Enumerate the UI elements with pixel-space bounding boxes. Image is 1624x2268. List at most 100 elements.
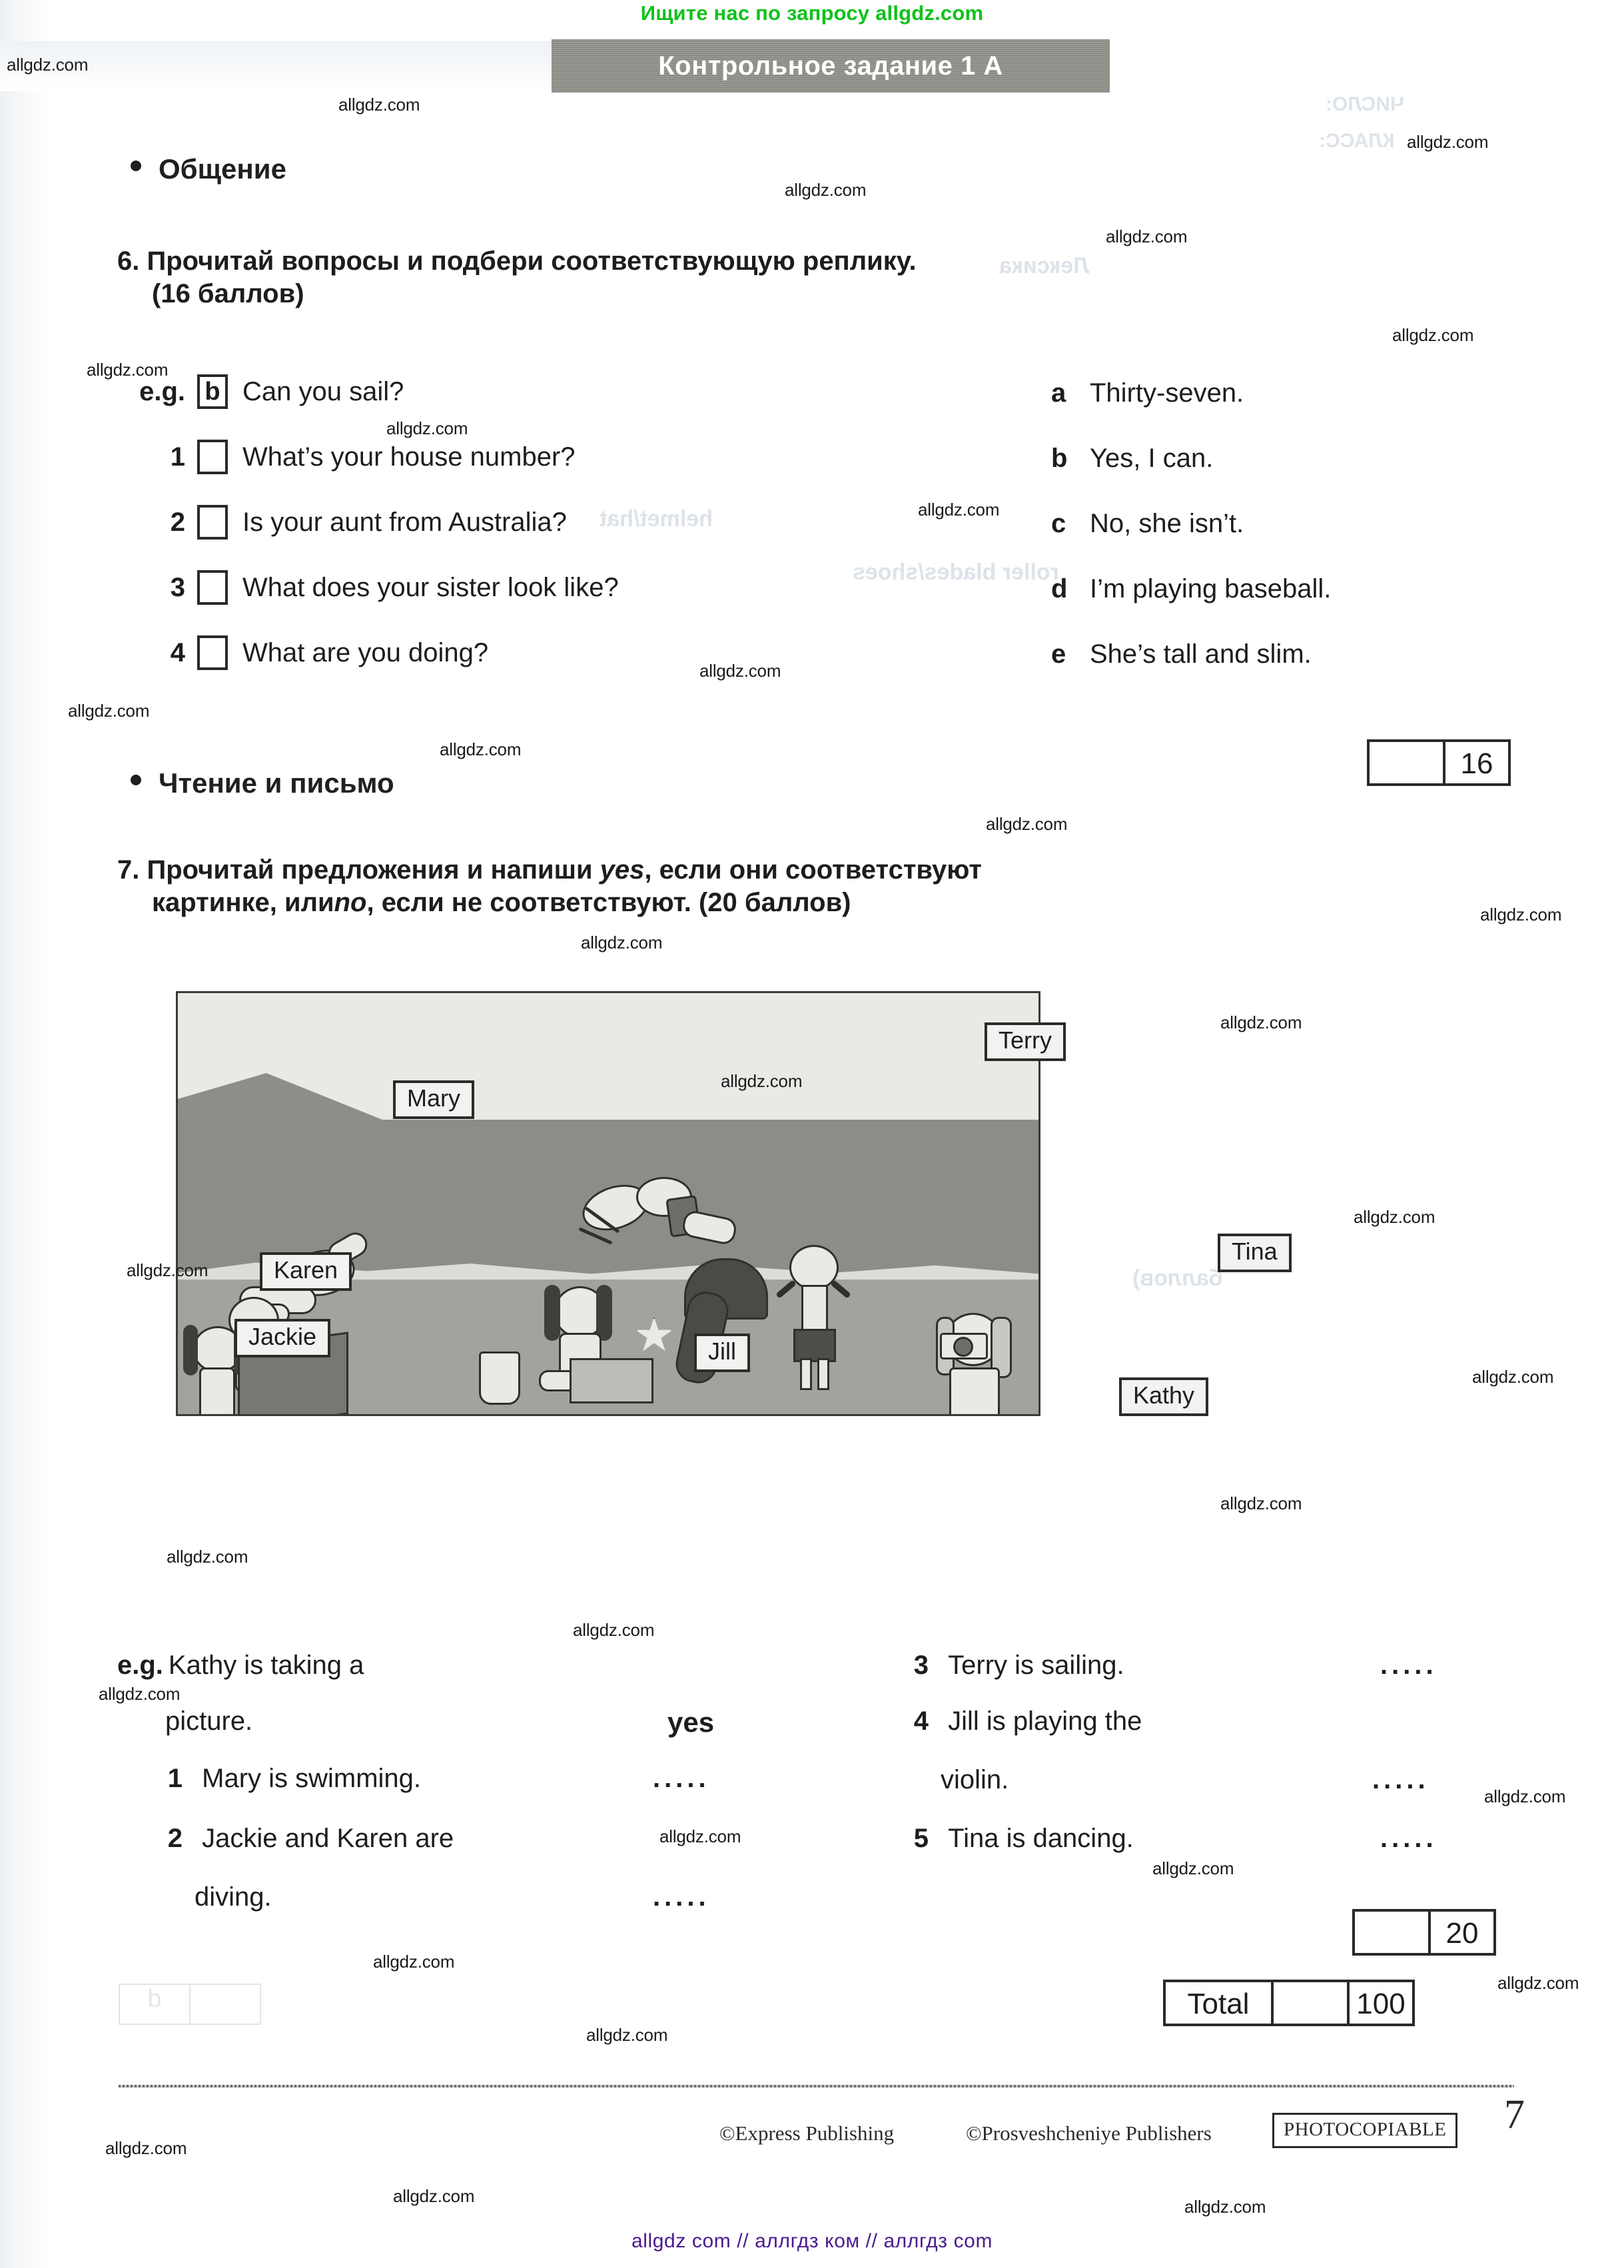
statement-text-line2: diving. — [195, 1882, 272, 1912]
statement-answer-blank[interactable]: ..... — [1380, 1824, 1437, 1853]
footer-credit-prosveshcheniye: ©Prosveshcheniye Publishers — [966, 2121, 1212, 2145]
statement-text: Tina is dancing. — [948, 1824, 1134, 1853]
bullet-icon — [131, 161, 141, 171]
showthrough-artifact: баллов) — [1132, 1266, 1223, 1291]
exercise-7-prompt-no: no — [334, 887, 367, 917]
statement-row-cont: picture. — [165, 1706, 252, 1736]
showthrough-cell — [191, 1985, 260, 2024]
picture-label-jill: Jill — [694, 1333, 750, 1372]
watermark-tile: allgdz.com — [659, 1826, 741, 1846]
statement-row: 3 Terry is sailing. — [893, 1651, 1124, 1681]
question-text: What’s your house number? — [242, 442, 576, 472]
watermark-tile: allgdz.com — [338, 95, 420, 115]
total-label: Total — [1166, 1982, 1274, 2024]
question-number: 1 — [170, 442, 185, 472]
watermark-tile: allgdz.com — [1392, 325, 1474, 345]
top-watermark: Ищите нас по запросу allgdz.com — [640, 1, 984, 25]
watermark-tile: allgdz.com — [440, 739, 522, 759]
exercise-7-prompt-part2: , если они соответствуют — [644, 855, 983, 885]
answer-letter: a — [1051, 378, 1066, 408]
statement-text: Kathy is taking a — [168, 1651, 364, 1680]
question-answer-box[interactable] — [197, 440, 228, 474]
watermark-tile: allgdz.com — [87, 360, 169, 380]
statement-row: 2 Jackie and Karen are — [147, 1824, 454, 1854]
statement-number: 5 — [913, 1824, 929, 1853]
question-number: 3 — [170, 572, 185, 602]
picture-label-terry: Terry — [985, 1022, 1066, 1061]
watermark-tile: allgdz.com — [68, 701, 150, 721]
exercise-7-prompt: 7. Прочитай предложения и напиши yes, ес… — [117, 854, 1483, 919]
question-text: Is your aunt from Australia? — [242, 507, 567, 537]
exercise-7-score-box[interactable]: 20 — [1352, 1909, 1496, 1956]
question-text: What are you doing? — [242, 637, 489, 667]
question-answer-box[interactable]: b — [197, 374, 228, 409]
answer-text: She’s tall and slim. — [1090, 639, 1312, 669]
footer-divider — [119, 2085, 1514, 2087]
picture-label-jackie: Jackie — [234, 1319, 331, 1357]
answer-option: b Yes, I can. — [1051, 444, 1213, 474]
question-text: Can you sail? — [242, 376, 404, 406]
score-input-cell[interactable] — [1355, 1912, 1431, 1953]
bucket-shape — [479, 1351, 520, 1405]
exercise-6-score-box[interactable]: 16 — [1367, 739, 1511, 786]
statement-answer-blank[interactable]: ..... — [653, 1764, 710, 1793]
bottom-watermark: allgdz com // аллгдз ком // аллгдз com — [631, 2230, 993, 2252]
watermark-tile: allgdz.com — [386, 418, 468, 438]
bullet-icon — [131, 775, 141, 785]
watermark-tile: allgdz.com — [99, 1684, 181, 1704]
statement-text: Terry is sailing. — [948, 1651, 1124, 1680]
statement-answer-blank[interactable]: ..... — [1372, 1765, 1429, 1794]
statement-row: 5 Tina is dancing. — [893, 1824, 1134, 1854]
answer-letter: b — [1051, 444, 1068, 473]
sandcastle-shape — [570, 1358, 653, 1403]
statement-number: 3 — [913, 1651, 929, 1680]
question-row[interactable]: 2 Is your aunt from Australia? — [112, 505, 567, 540]
watermark-tile: allgdz.com — [721, 1071, 803, 1091]
statement-answer-blank[interactable]: ..... — [1380, 1651, 1437, 1680]
score-input-cell[interactable] — [1370, 742, 1445, 783]
statement-number: 1 — [167, 1764, 183, 1793]
picture-label-kathy: Kathy — [1119, 1377, 1209, 1416]
statement-row: e.g.Kathy is taking a — [117, 1651, 364, 1681]
watermark-tile: allgdz.com — [1220, 1012, 1302, 1032]
question-row[interactable]: 1 What’s your house number? — [112, 440, 576, 474]
watermark-tile: allgdz.com — [1407, 132, 1489, 152]
section-heading-reading-writing: Чтение и письмо — [131, 767, 394, 799]
question-number: 4 — [170, 637, 185, 667]
watermark-tile: allgdz.com — [1354, 1207, 1435, 1227]
answer-text: I’m playing baseball. — [1090, 574, 1332, 603]
scan-paper-edge-left — [0, 0, 53, 2268]
total-score-box[interactable]: Total 100 — [1163, 1980, 1415, 2026]
question-row[interactable]: 3 What does your sister look like? — [112, 570, 619, 605]
showthrough-cell: b — [120, 1985, 191, 2024]
watermark-tile: allgdz.com — [581, 933, 663, 952]
watermark-tile: allgdz.com — [1184, 2197, 1266, 2217]
question-row[interactable]: 4 What are you doing? — [112, 635, 488, 670]
showthrough-artifact: ЧИСЛО: — [1326, 93, 1404, 115]
statement-row: 1 Mary is swimming. — [147, 1764, 421, 1794]
question-answer-box[interactable] — [197, 570, 228, 605]
question-row[interactable]: e.g. b Can you sail? — [112, 374, 404, 409]
exercise-6-prompt-line1: Прочитай вопросы и подбери соответствующ… — [147, 246, 917, 276]
exercise-6-prompt: 6. Прочитай вопросы и подбери соответств… — [117, 245, 1383, 310]
photocopiable-badge: PHOTOCOPIABLE — [1272, 2113, 1458, 2148]
statement-text: Jill is playing the — [948, 1706, 1142, 1736]
watermark-tile: allgdz.com — [1220, 1493, 1302, 1513]
exercise-7-number: 7. — [117, 855, 140, 885]
answer-letter: c — [1051, 509, 1066, 538]
watermark-tile: allgdz.com — [1484, 1786, 1566, 1806]
statement-answer-blank[interactable]: ..... — [653, 1882, 710, 1912]
question-answer-box[interactable] — [197, 635, 228, 670]
question-answer-box[interactable] — [197, 505, 228, 540]
answer-letter: e — [1051, 639, 1066, 669]
watermark-tile: allgdz.com — [699, 661, 781, 681]
showthrough-artifact: КЛАСС: — [1319, 130, 1395, 152]
picture-label-karen: Karen — [260, 1252, 352, 1291]
total-input-cell[interactable] — [1274, 1982, 1350, 2024]
showthrough-artifact: roller blades/shoes — [853, 560, 1059, 585]
answer-option: e She’s tall and slim. — [1051, 639, 1312, 669]
watermark-tile: allgdz.com — [393, 2186, 475, 2206]
exercise-7-prompt-yes: yes — [600, 855, 645, 885]
score-max-value: 20 — [1445, 1917, 1479, 1950]
section-label-reading-writing: Чтение и письмо — [159, 767, 394, 799]
